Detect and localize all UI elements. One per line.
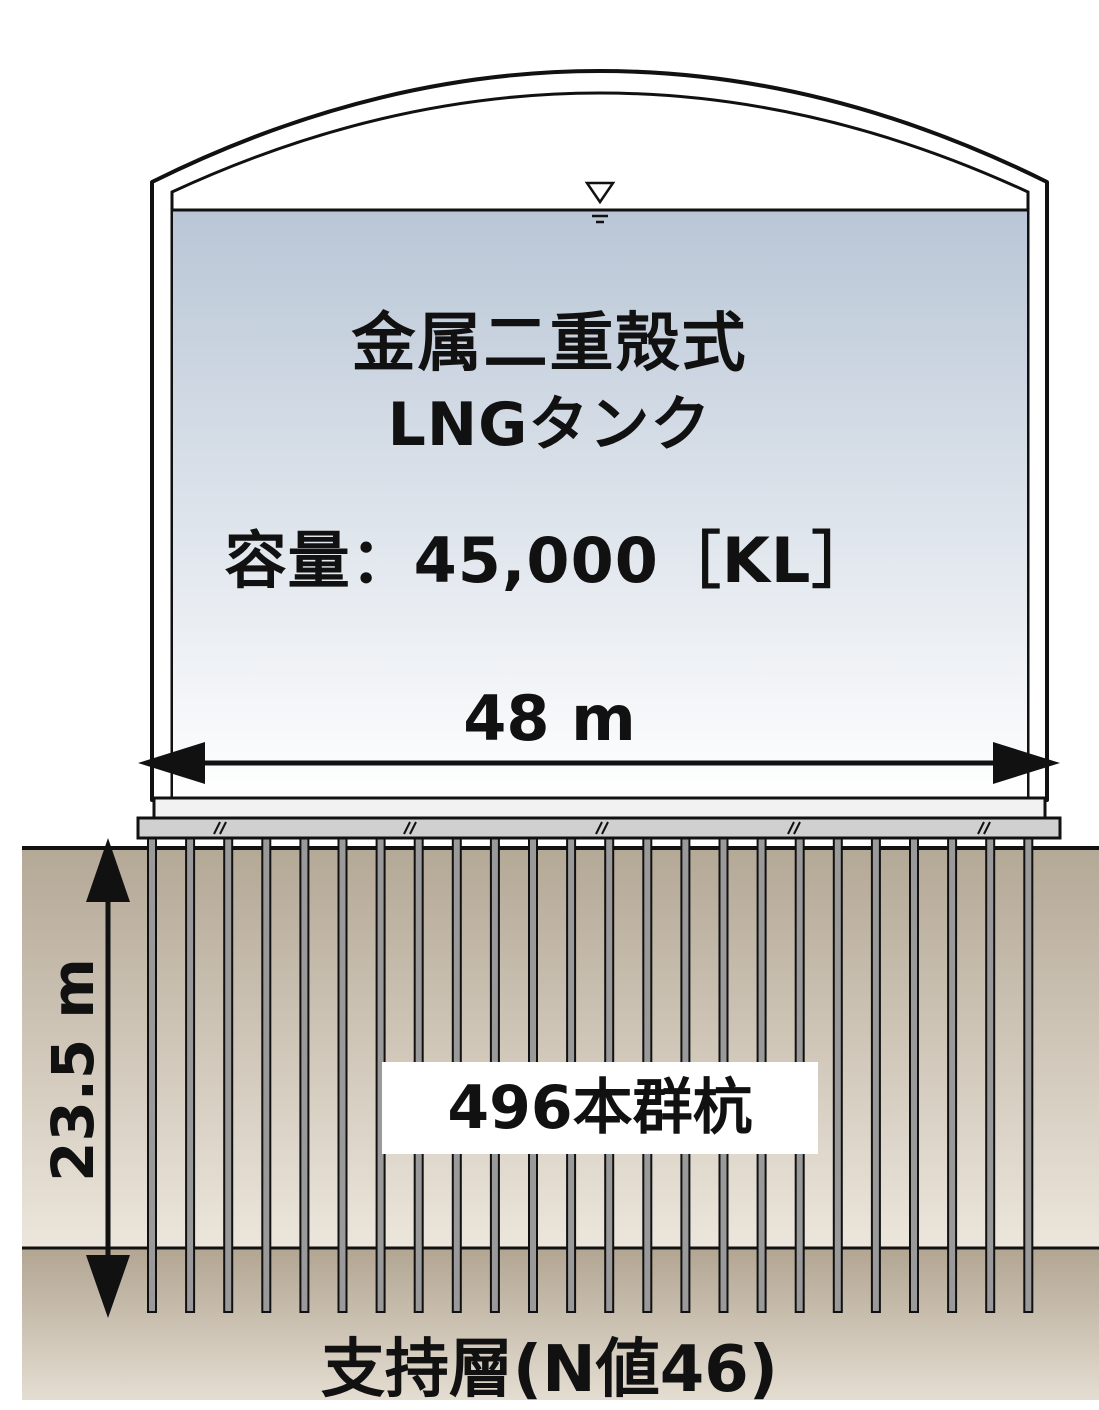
pile (870, 837, 881, 1313)
soil-layer (22, 848, 1099, 1248)
bearing-layer (22, 1248, 1099, 1400)
double-arrow-vertical (86, 838, 130, 1318)
pile (832, 837, 843, 1313)
lng-liquid (173, 210, 1027, 798)
pile (947, 837, 958, 1313)
pile-depth-label: 23.5 m (39, 958, 107, 1182)
pile (147, 837, 157, 1313)
pile (909, 837, 919, 1313)
tank-title-line2: LNGタンク (387, 390, 712, 460)
tank-capacity: 容量：45,000［KL］ (224, 524, 875, 597)
water-level-icon (584, 181, 616, 224)
tank-title-line1: 金属二重殻式 (351, 307, 748, 381)
bearing-layer-label: 支持層(N値46) (320, 1333, 779, 1407)
pile (337, 837, 348, 1313)
pile (985, 837, 996, 1313)
pile (223, 837, 234, 1313)
double-arrow-horizontal (138, 742, 1060, 784)
pile (1023, 837, 1034, 1313)
tank-inner-shell (170, 91, 1030, 800)
pile-count-label: 496本群杭 (382, 1062, 818, 1154)
tank-base-plate (152, 796, 1047, 820)
pile (261, 837, 272, 1313)
tank-width-label: 48 m (463, 682, 636, 755)
slab-hatch-marks (213, 821, 991, 835)
pile (185, 837, 196, 1313)
pile (299, 837, 310, 1313)
